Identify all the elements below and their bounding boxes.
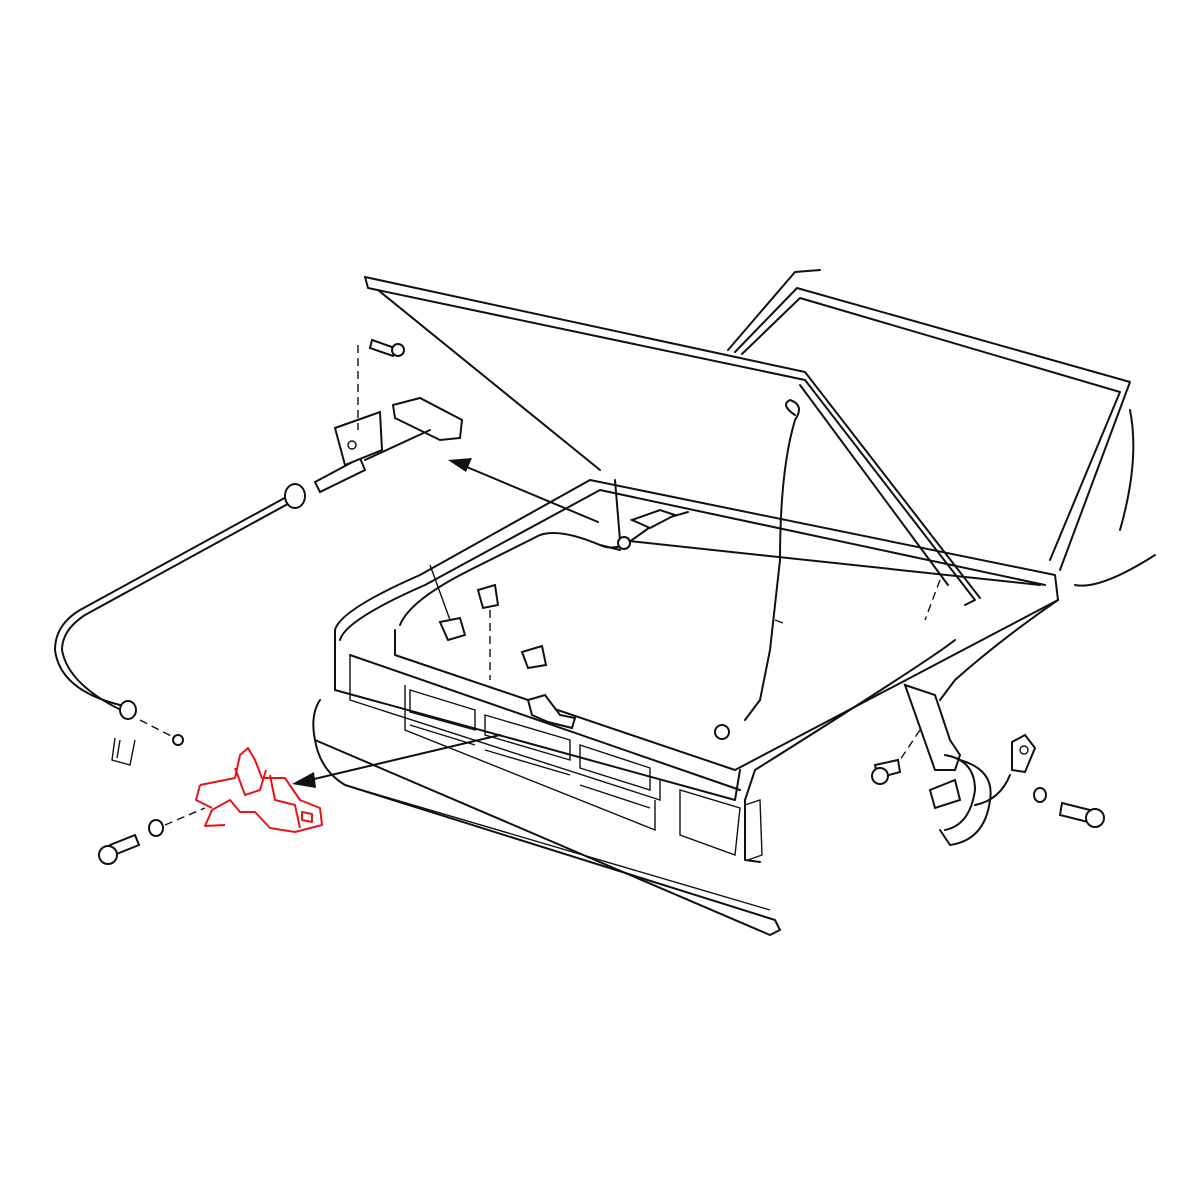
hood-striker <box>526 693 577 730</box>
latch-bolt <box>98 807 206 865</box>
prop-rod-clip <box>774 619 784 624</box>
cable-grommet <box>284 483 306 509</box>
hood-open <box>364 276 981 606</box>
hood-bumpers <box>429 508 730 740</box>
hinge-washer <box>1033 787 1047 803</box>
latch-washer <box>148 819 164 837</box>
release-cable <box>54 456 689 766</box>
cable-end-ball <box>172 734 184 746</box>
car-body <box>334 479 1059 863</box>
windshield <box>727 269 1156 587</box>
hood-prop-rod <box>744 399 800 721</box>
release-handle <box>333 338 464 467</box>
hood-hinge <box>871 683 1105 846</box>
arrow-to-handle <box>448 458 599 523</box>
grille <box>349 655 763 861</box>
handle-bolt <box>368 338 397 358</box>
hood-prop-guide <box>924 579 941 621</box>
cable-clip <box>111 737 136 766</box>
hood-bumper-stop <box>714 724 730 740</box>
hood-latch-highlighted <box>195 747 323 833</box>
cable-sleeve <box>313 456 367 494</box>
arrow-to-latch <box>292 734 501 788</box>
cable-end <box>119 700 137 720</box>
front-bumper <box>312 699 781 936</box>
